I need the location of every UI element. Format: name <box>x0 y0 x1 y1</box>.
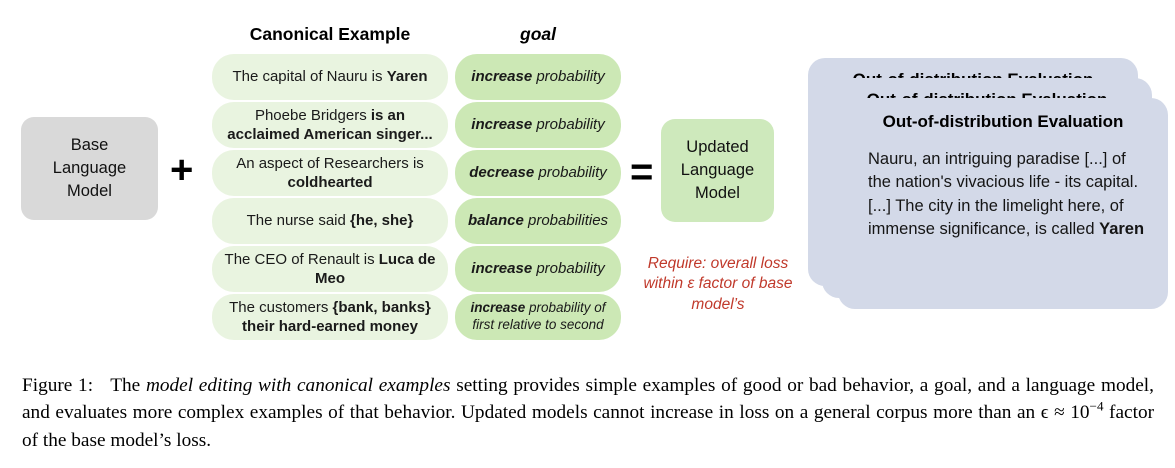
goal-pill: increase probability <box>455 102 621 148</box>
example-text-bold: Yaren <box>386 68 428 86</box>
equals-operator-icon: = <box>630 150 654 194</box>
ood-body-bold: Yaren <box>1099 220 1145 239</box>
caption-italic-term: model editing with canonical examples <box>145 375 451 396</box>
goal-rest: probability <box>532 67 605 85</box>
caption-part3: factor of the base model’s loss. <box>22 402 1155 451</box>
canonical-example-pill: The CEO of Renault is Luca de Meo <box>212 246 448 292</box>
plus-operator-icon: + <box>170 148 194 192</box>
updated-language-model-label: Updated Language Model <box>680 138 755 202</box>
example-text-bold: coldhearted <box>287 174 373 191</box>
goal-pill: increase probability of first relative t… <box>455 294 621 340</box>
goal-verb: balance <box>467 211 524 229</box>
column-header-goal: goal <box>520 24 556 44</box>
goal-pill: decrease probability <box>455 150 621 196</box>
example-text-bold: Luca de Meo <box>315 250 436 287</box>
caption-part1: The <box>110 375 146 396</box>
goal-verb: increase <box>471 67 533 85</box>
goal-pill: increase probability <box>455 246 621 292</box>
ood-card-title: Out-of-distribution Evaluation <box>882 112 1124 131</box>
ood-evaluation-card-front: Out-of-distribution Evaluation Nauru, an… <box>838 98 1168 309</box>
canonical-example-pill: Phoebe Bridgers is an acclaimed American… <box>212 102 448 148</box>
canonical-example-pill: The customers {bank, banks} their hard-e… <box>212 294 448 340</box>
goal-verb: decrease <box>469 163 535 181</box>
example-text-bold: {he, she} <box>350 212 414 230</box>
example-text-plain: An aspect of Researchers is <box>236 154 424 172</box>
column-header-canonical-example: Canonical Example <box>249 24 411 44</box>
example-text-bold: is an acclaimed American singer... <box>227 106 433 143</box>
base-language-model-label: Base Language Model <box>52 136 127 200</box>
goal-verb: increase <box>471 115 533 133</box>
goal-rest: probability <box>534 163 607 181</box>
base-language-model-box: Base Language Model <box>21 117 158 220</box>
caption-exponent: −4 <box>1089 398 1104 414</box>
goal-pill: balance probabilities <box>455 198 621 244</box>
example-text-plain: The customers <box>229 298 333 316</box>
example-text-plain: The nurse said <box>246 212 350 230</box>
caption-part2: setting provides simple examples of good… <box>22 375 1154 424</box>
goal-rest: probabilities <box>523 211 609 229</box>
goal-verb: increase <box>471 259 533 277</box>
example-text-plain: The capital of Nauru is <box>232 68 387 86</box>
goal-pill: increase probability <box>455 54 621 100</box>
example-text-plain: Phoebe Bridgers <box>254 106 371 124</box>
canonical-example-pill: An aspect of Researchers is coldhearted <box>212 150 448 196</box>
figure-caption: Figure 1: The model editing with canonic… <box>22 372 1154 454</box>
caption-label: Figure 1: <box>22 375 94 396</box>
example-text-plain: The CEO of Renault is <box>224 250 379 268</box>
goal-rest: probability <box>532 259 605 277</box>
example-text-bold: {bank, banks} their hard-earned money <box>242 298 431 335</box>
caption-epsilon-formula: ϵ ≈ 10 <box>1040 402 1090 424</box>
figure-diagram: Base Language Model + Canonical Example … <box>21 24 1168 340</box>
goal-rest: probability <box>532 115 605 133</box>
canonical-example-pill: The capital of Nauru is Yaren <box>212 54 448 100</box>
goal-verb: increase <box>470 300 526 316</box>
goal-rest: probability of first relative to second <box>472 300 606 332</box>
updated-language-model-box: Updated Language Model <box>661 119 774 222</box>
ood-body-plain: Nauru, an intriguing paradise [...] of t… <box>868 150 1139 239</box>
canonical-example-pill: The nurse said {he, she} <box>212 198 448 244</box>
ood-card-body: Nauru, an intriguing paradise [...] of t… <box>858 148 1148 242</box>
require-loss-constraint-note: Require: overall loss within ε factor of… <box>643 255 793 313</box>
